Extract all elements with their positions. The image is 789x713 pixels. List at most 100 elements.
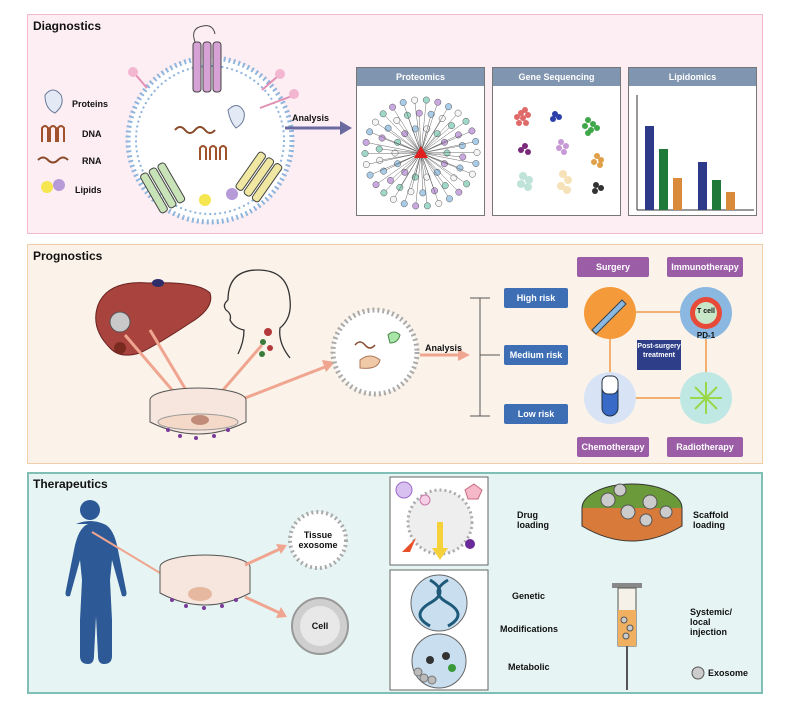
network-edge xyxy=(375,152,422,185)
network-edge xyxy=(369,131,422,154)
network-edge xyxy=(420,112,459,154)
network-node xyxy=(399,99,407,107)
rna-icon xyxy=(37,156,69,164)
network-node xyxy=(366,171,374,179)
network-node xyxy=(390,195,397,203)
network-node xyxy=(455,188,463,196)
network-node xyxy=(445,103,452,111)
network-edge xyxy=(420,114,432,154)
head-icon xyxy=(223,269,291,359)
network-edge xyxy=(420,152,446,186)
network-node xyxy=(434,98,442,106)
network-edge xyxy=(365,152,422,154)
network-node xyxy=(400,200,408,208)
network-node xyxy=(391,149,399,157)
network-node xyxy=(404,111,411,119)
exosome-legend-icon xyxy=(691,666,705,680)
network-edge xyxy=(420,152,423,193)
network-node xyxy=(454,109,462,117)
liver-icon xyxy=(95,282,212,356)
network-edge xyxy=(403,102,422,154)
network-edge xyxy=(420,102,438,154)
network-edge xyxy=(383,152,422,172)
network-node xyxy=(472,160,480,168)
network-node xyxy=(401,168,409,176)
scaffold-loading-label: Scaffold loading xyxy=(693,510,729,530)
gene-sequencing-header: Gene Sequencing xyxy=(493,68,620,86)
surgery-label: Surgery xyxy=(577,257,649,277)
network-edge xyxy=(393,152,422,200)
network-node xyxy=(422,96,430,104)
network-edge xyxy=(420,152,467,185)
medium-risk-badge: Medium risk xyxy=(504,345,568,365)
network-edge xyxy=(404,152,422,204)
network-node xyxy=(468,170,476,178)
post-surgery-label: Post-surgery treatment xyxy=(637,343,681,359)
network-edge xyxy=(420,152,450,199)
network-edge xyxy=(420,145,463,154)
network-edge xyxy=(420,152,428,206)
network-node xyxy=(454,131,462,139)
network-edge xyxy=(396,120,422,154)
network-edge xyxy=(379,152,422,161)
bar-4 xyxy=(698,162,707,210)
network-node xyxy=(427,110,435,118)
tcell-label: T cell xyxy=(697,308,715,315)
gene-clusters xyxy=(514,107,604,194)
cell-label: Cell xyxy=(311,621,329,631)
network-node xyxy=(446,195,453,203)
network-node xyxy=(387,176,394,184)
network-node xyxy=(380,189,388,197)
network-edge xyxy=(419,113,422,154)
network-edge xyxy=(420,152,460,193)
network-edge xyxy=(420,100,427,154)
legend-dna-label: DNA xyxy=(82,129,102,139)
therapeutics-title: Therapeutics xyxy=(33,477,108,491)
network-node xyxy=(393,116,401,124)
network-edge xyxy=(420,106,449,154)
proteomics-network xyxy=(361,96,481,210)
network-edge xyxy=(420,125,452,154)
network-edge xyxy=(392,107,422,154)
network-edge xyxy=(420,121,467,154)
network-node xyxy=(472,137,480,145)
prognostics-analysis-label: Analysis xyxy=(425,343,463,353)
network-node xyxy=(433,168,441,176)
network-node xyxy=(435,199,443,207)
proteins-icon xyxy=(44,89,63,114)
network-node xyxy=(362,161,370,169)
network-hub xyxy=(414,146,428,158)
bar-5 xyxy=(712,180,721,210)
legend-proteins-label: Proteins xyxy=(72,99,109,109)
network-node xyxy=(441,182,449,190)
legend-rna-label: RNA xyxy=(82,156,102,166)
network-edge xyxy=(420,152,463,158)
network-edge xyxy=(379,148,422,154)
network-node xyxy=(459,153,467,161)
network-node xyxy=(423,202,431,210)
low-risk-badge: Low risk xyxy=(504,404,568,424)
network-node xyxy=(389,103,396,111)
lipidomics-panel: Lipidomics xyxy=(628,67,757,216)
network-node xyxy=(411,125,419,133)
drug-loading-label: Drug loading xyxy=(517,510,549,530)
bar-6 xyxy=(726,192,735,210)
prognostics-title: Prognostics xyxy=(33,249,103,263)
bar-2 xyxy=(659,149,668,210)
modifications-label: Modifications xyxy=(500,624,558,634)
proteomics-panel: Proteomics xyxy=(356,67,485,216)
network-edge xyxy=(375,121,422,154)
gene-sequencing-panel: Gene Sequencing xyxy=(492,67,621,216)
lipids-icon xyxy=(41,181,53,193)
chemotherapy-label: Chemotherapy xyxy=(577,437,649,457)
network-edge xyxy=(420,152,476,164)
network-edge xyxy=(382,113,422,154)
lipidomics-bars xyxy=(636,95,754,211)
radiotherapy-label: Radiotherapy xyxy=(667,437,743,457)
network-node xyxy=(433,130,441,138)
genetic-label: Genetic xyxy=(512,591,546,601)
diagnostics-analysis-label: Analysis xyxy=(292,113,330,123)
